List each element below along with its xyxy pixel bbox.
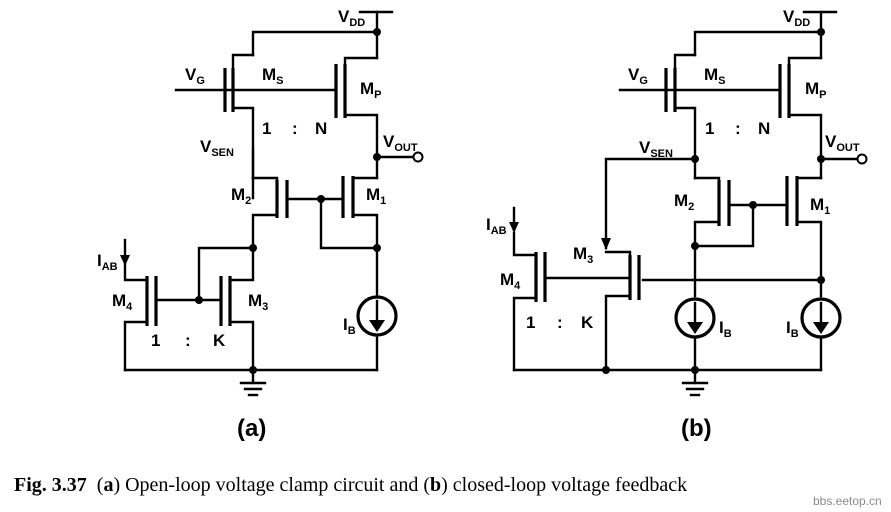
a-m4-label: M4 <box>112 291 133 313</box>
a-ms-label: MS <box>262 65 284 87</box>
a-iab-label: IAB <box>97 251 118 273</box>
a-mp-label: MP <box>360 79 382 101</box>
b-vg-label: VG <box>628 65 648 87</box>
b-m2-label: M2 <box>674 191 694 213</box>
b-bottom-ratio-1: 1 <box>526 313 535 332</box>
a-ratio-1: 1 <box>262 119 271 138</box>
b-ms-label: MS <box>704 65 726 87</box>
a-bottom-ratio-k: K <box>213 331 226 350</box>
b-vout-label: VOUT <box>825 132 860 154</box>
panel-a-label: (a) <box>237 415 266 442</box>
a-vg-label: VG <box>185 65 205 87</box>
caption-text-a: ) Open-loop voltage clamp circuit and ( <box>113 474 431 496</box>
a-vsen-label: VSEN <box>200 137 234 159</box>
a-vout-label: VOUT <box>383 132 418 154</box>
a-ratio-n: N <box>315 119 327 138</box>
a-m3-label: M3 <box>248 291 268 313</box>
b-vsen-label: VSEN <box>639 138 673 160</box>
watermark: bbs.eetop.cn <box>813 494 882 508</box>
b-m1-label: M1 <box>810 195 830 217</box>
caption-fig-number: Fig. 3.37 <box>14 474 87 496</box>
panel-b-circuit <box>509 10 868 397</box>
b-ib-left-label: IB <box>719 318 732 340</box>
b-bottom-ratio-colon: : <box>557 313 563 332</box>
a-bottom-ratio-colon: : <box>185 331 191 350</box>
b-m4-label: M4 <box>500 270 521 292</box>
a-ib-label: IB <box>343 315 356 337</box>
panel-b-label: (b) <box>681 415 712 442</box>
b-m3-label: M3 <box>573 244 593 266</box>
a-m1-label: M1 <box>366 185 386 207</box>
b-bottom-ratio-k: K <box>581 313 594 332</box>
a-bottom-ratio-1: 1 <box>151 331 160 350</box>
caption-open-paren: ( <box>96 474 104 496</box>
b-iab-label: IAB <box>486 215 507 237</box>
panel-a-circuit <box>120 10 424 397</box>
b-mp-label: MP <box>805 79 827 101</box>
b-ratio-n: N <box>758 119 770 138</box>
caption-b: b <box>430 474 442 496</box>
a-m2-label: M2 <box>231 185 251 207</box>
figure-caption: Fig. 3.37 (a) Open-loop voltage clamp ci… <box>14 474 687 497</box>
b-ratio-1: 1 <box>705 119 714 138</box>
caption-a: a <box>103 474 114 496</box>
caption-text-b: ) closed-loop voltage feedback <box>441 474 688 496</box>
b-ratio-colon: : <box>735 119 741 138</box>
b-ib-right-label: IB <box>786 318 799 340</box>
a-vdd-label: VDD <box>338 7 365 29</box>
b-vdd-label: VDD <box>783 7 810 29</box>
a-ratio-colon: : <box>292 119 298 138</box>
